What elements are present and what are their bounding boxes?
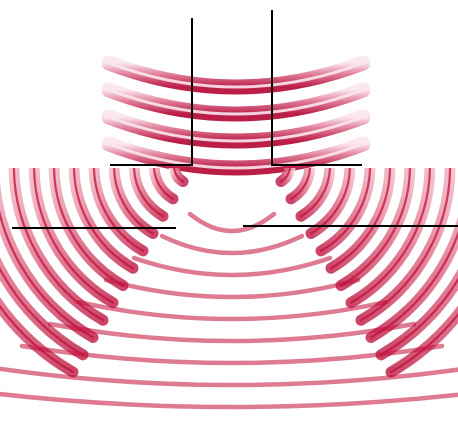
incident-wavefronts [109, 63, 363, 168]
overlap-band [22, 346, 442, 363]
overlap-band [162, 236, 302, 253]
overlap-band [134, 258, 330, 275]
overlap-band [0, 390, 458, 407]
overlap-band [106, 280, 358, 297]
overlap-band [190, 214, 274, 231]
overlap-band [50, 324, 414, 341]
overlap-band [78, 302, 386, 319]
